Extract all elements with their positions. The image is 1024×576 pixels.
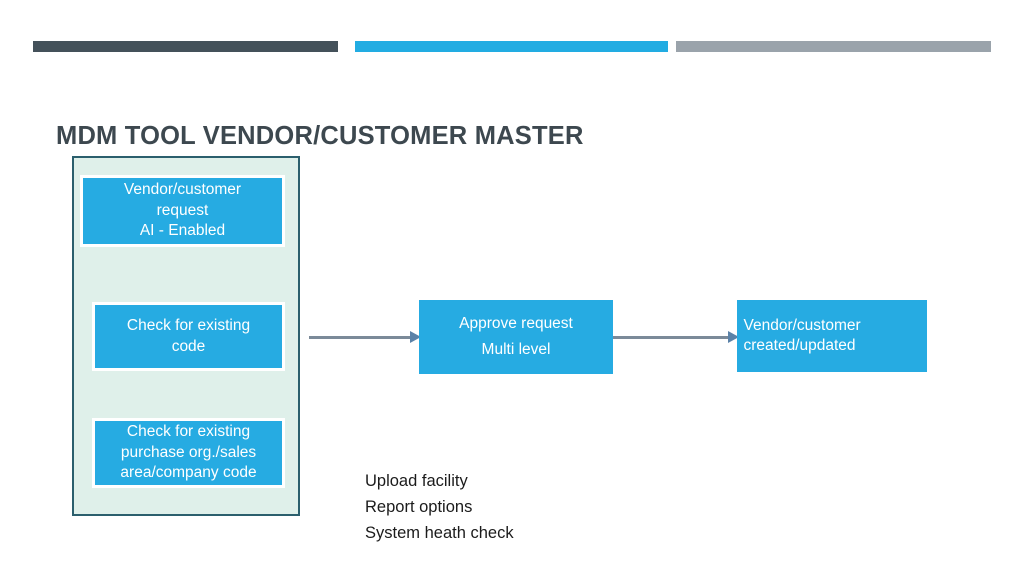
arrow-shaft <box>613 335 728 339</box>
connector-arrow-check-to-approve <box>309 331 421 343</box>
node-line: Approve request <box>459 314 573 332</box>
node-line: code <box>171 337 206 355</box>
node-line: request <box>156 201 209 219</box>
node-line: AI - Enabled <box>139 222 226 240</box>
page-title: MDM TOOL VENDOR/CUSTOMER MASTER <box>56 122 584 150</box>
arrow-head-icon <box>728 331 739 343</box>
connector-arrow-approve-to-created <box>613 331 739 343</box>
arrow-head-icon <box>410 331 421 343</box>
feature-list: Upload facility Report options System he… <box>365 468 514 546</box>
node-vendor-customer-request[interactable]: Vendor/customer request AI - Enabled <box>80 175 285 247</box>
node-check-existing-code[interactable]: Check for existing code <box>92 302 285 371</box>
node-line: created/updated <box>743 337 856 354</box>
top-bar-blue <box>355 41 668 52</box>
arrow-shaft <box>309 335 410 339</box>
node-line: area/company code <box>120 464 257 482</box>
top-bar-gray <box>676 41 991 52</box>
node-line: purchase org./sales <box>120 443 257 461</box>
node-line: Vendor/customer <box>743 316 861 334</box>
node-approve-request[interactable]: Approve request Multi level <box>419 300 613 374</box>
feature-item-system-heath-check: System heath check <box>365 524 514 543</box>
node-line: Check for existing <box>126 317 251 335</box>
node-vendor-customer-created-updated[interactable]: Vendor/customer created/updated <box>737 300 927 372</box>
node-line: Vendor/customer <box>123 181 242 199</box>
top-bar-dark <box>33 41 338 52</box>
node-check-existing-purchase-org[interactable]: Check for existing purchase org./sales a… <box>92 418 285 488</box>
node-line: Multi level <box>481 341 551 358</box>
feature-item-report-options: Report options <box>365 498 473 517</box>
feature-item-upload-facility: Upload facility <box>365 472 468 490</box>
node-line: Check for existing <box>126 423 251 441</box>
